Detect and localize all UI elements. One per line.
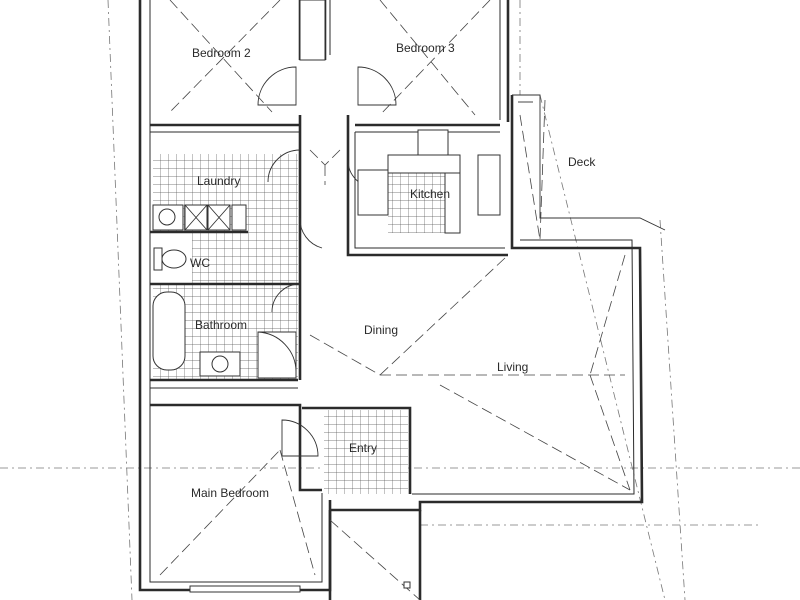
label-dining: Dining [364,323,398,337]
entry-floor [324,410,408,494]
room-labels: Bedroom 2 Bedroom 3 Deck Laundry Kitchen… [190,41,596,500]
fridge-space [417,129,449,156]
kitchen-bench-top [387,154,461,174]
label-main-bedroom: Main Bedroom [191,486,269,500]
label-kitchen: Kitchen [410,187,450,201]
laundry-basin [158,208,176,226]
tiled-floors [153,154,460,494]
doors [257,66,397,457]
label-wc: WC [190,256,210,270]
vanity-basin [211,355,229,373]
wc-cistern [153,247,163,271]
bench [231,204,247,231]
kitchen-island [444,172,461,234]
label-bedroom-3: Bedroom 3 [396,41,455,55]
fixtures [152,0,501,593]
kitchen-bench-left [357,169,389,216]
label-laundry: Laundry [197,174,240,188]
pantry [477,154,501,216]
exterior-walls [138,0,644,600]
wc-floor [192,232,298,284]
label-entry: Entry [349,441,377,455]
deck-outline [512,94,666,231]
label-living: Living [497,360,528,374]
label-deck: Deck [568,155,596,169]
shower [257,331,297,379]
label-bedroom-2: Bedroom 2 [192,46,251,60]
robe-bed2 [299,0,326,61]
bathtub [152,291,186,371]
toilet-bowl [161,249,187,269]
small-marker [403,581,411,589]
main-bedroom-window [189,585,301,593]
label-bathroom: Bathroom [195,318,247,332]
